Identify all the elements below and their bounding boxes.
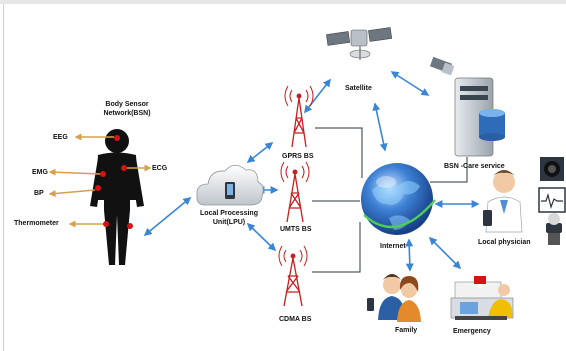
- top-border: [0, 0, 566, 4]
- bp-sensor: [95, 185, 101, 191]
- network-arrows: [143, 71, 480, 272]
- physician-label: Local physician: [478, 239, 531, 246]
- internet-emergency-arrow: [428, 236, 462, 270]
- eeg-label: EEG: [53, 134, 68, 141]
- family-icon: [367, 274, 421, 322]
- satellite-internet-arrow: [372, 102, 388, 152]
- internet-family-arrow: [405, 238, 414, 272]
- satellite-care-arrow: [390, 71, 430, 96]
- bsn-title: Body Sensor Network(BSN): [103, 100, 150, 118]
- gprs-label: GPRS BS: [282, 153, 314, 160]
- medical-devices-icons: [538, 157, 566, 245]
- leg-sensor: [127, 223, 133, 229]
- thermometer-sensor: [103, 221, 109, 227]
- care-server-icon: [429, 56, 505, 157]
- connector-lines: [312, 127, 468, 273]
- emergency-icon: [450, 276, 514, 320]
- left-border: [3, 4, 4, 351]
- satellite-icon: [326, 27, 393, 60]
- lpu-cloud-icon: [196, 164, 264, 206]
- internet-globe-icon: [361, 163, 436, 235]
- lpu-cdma-arrow: [246, 222, 277, 252]
- bp-label: BP: [34, 190, 44, 197]
- lpu-gprs-arrow: [246, 142, 274, 163]
- satellite-label: Satellite: [345, 85, 372, 92]
- umts-label: UMTS BS: [280, 226, 312, 233]
- patient-body-icon: [90, 129, 144, 265]
- umts-tower-icon: [280, 161, 310, 223]
- eeg-sensor: [114, 135, 120, 141]
- cdma-label: CDMA BS: [279, 316, 312, 323]
- body-lpu-arrow: [143, 196, 192, 237]
- gprs-satellite-arrow: [304, 78, 331, 114]
- thermometer-label: Thermometer: [14, 220, 59, 227]
- emg-sensor: [100, 171, 106, 177]
- internet-label: Internet: [380, 243, 406, 250]
- physician-icon: [483, 170, 523, 233]
- emg-label: EMG: [32, 169, 48, 176]
- family-label: Family: [395, 327, 418, 334]
- sensor-arrows: [48, 133, 152, 228]
- lpu-label-line1: Local Processing: [200, 210, 258, 217]
- cdma-internet-line: [312, 222, 361, 273]
- bsn-title-line2: Network(BSN): [103, 110, 151, 117]
- lpu-label: Local Processing Unit(LPU): [200, 209, 258, 227]
- cdma-tower-icon: [278, 245, 308, 307]
- bsn-title-line1: Body Sensor: [105, 101, 149, 108]
- emergency-label: Emergency: [453, 328, 491, 335]
- sensor-dots: [95, 135, 133, 229]
- care-internet-line: [430, 157, 468, 183]
- gprs-tower-icon: [284, 85, 314, 148]
- gprs-internet-line: [315, 127, 363, 178]
- ecg-sensor: [121, 165, 127, 171]
- care-service-label: BSN -Care service: [444, 163, 505, 170]
- lpu-label-line2: Unit(LPU): [212, 219, 246, 226]
- ecg-label: ECG: [152, 165, 168, 172]
